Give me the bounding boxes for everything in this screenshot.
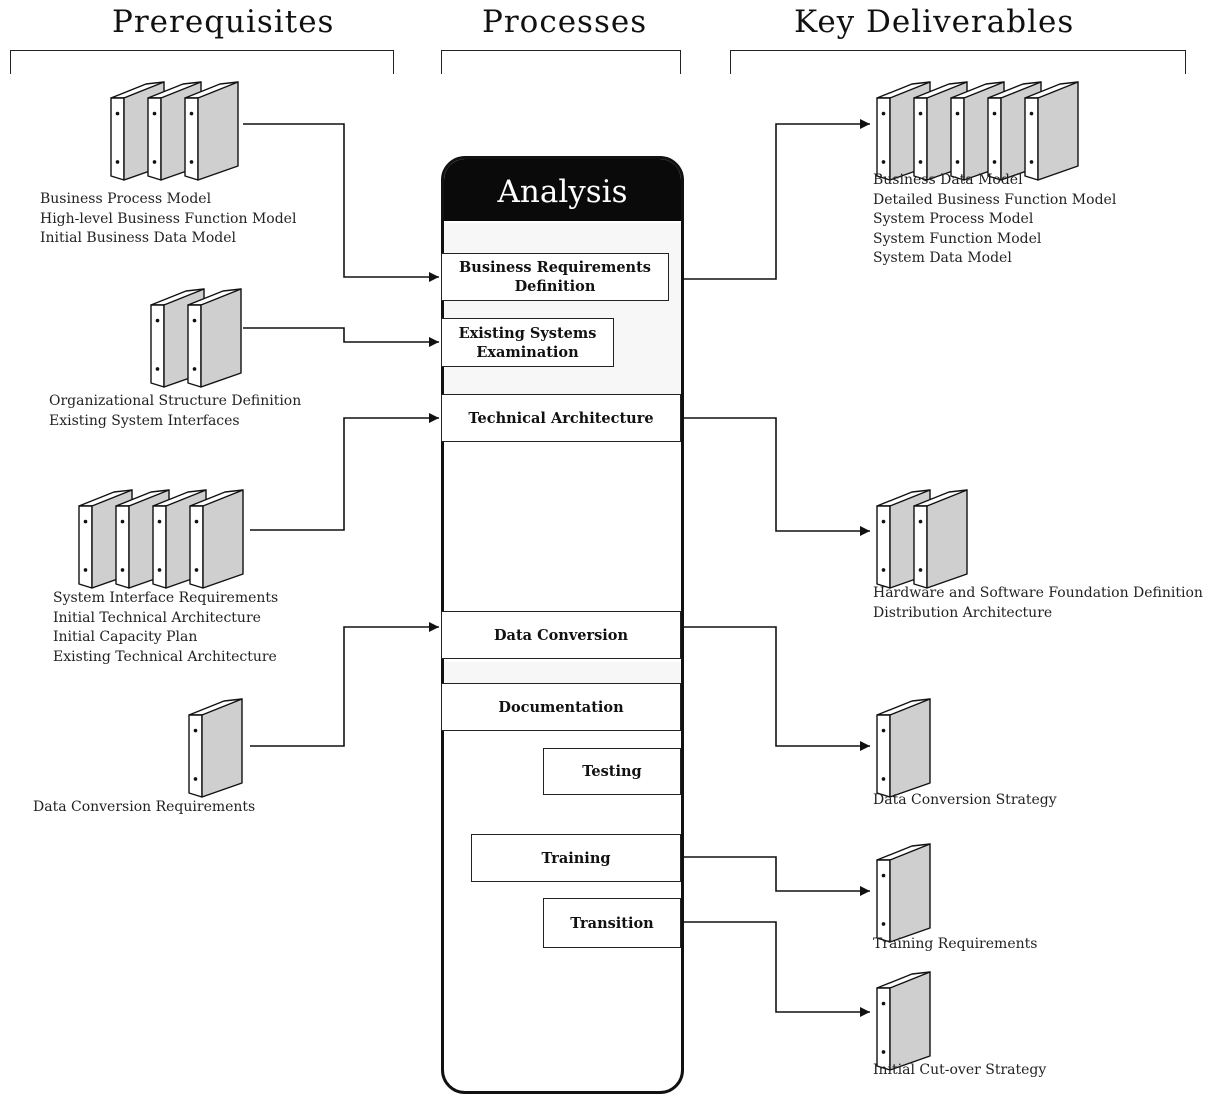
binder-icon bbox=[187, 288, 242, 388]
prerequisite-caption-1: Business Process Model High-level Busine… bbox=[40, 190, 296, 249]
deliverable-item: Business Data Model bbox=[873, 172, 1023, 188]
process-testing: Testing bbox=[543, 748, 681, 795]
prerequisite-item: High-level Business Function Model bbox=[40, 210, 297, 227]
arrow-training-to-deliverable-4 bbox=[684, 856, 870, 896]
deliverable-item: Distribution Architecture bbox=[873, 604, 1053, 621]
analysis-title: Analysis bbox=[444, 159, 681, 221]
binder-icon bbox=[876, 486, 971, 590]
binder-icon bbox=[110, 78, 242, 182]
deliverable-caption-3: Data Conversion Strategy bbox=[873, 791, 1057, 811]
prerequisite-caption-3: System Interface Requirements Initial Te… bbox=[53, 589, 278, 667]
panel-shaded-region bbox=[444, 223, 681, 397]
process-documentation: Documentation bbox=[441, 683, 681, 731]
panel-shaded-strip bbox=[444, 662, 681, 686]
prerequisite-item: Initial Capacity Plan bbox=[53, 629, 198, 645]
arrow-prereq-2-to-existing-systems bbox=[243, 327, 439, 347]
process-data-conversion: Data Conversion bbox=[441, 611, 681, 659]
prerequisite-item: Existing Technical Architecture bbox=[53, 648, 277, 665]
arrow-prereq-4-to-data-conversion bbox=[250, 622, 439, 747]
arrow-prereq-3-to-technical-architecture bbox=[250, 413, 439, 531]
prerequisite-caption-2: Organizational Structure Definition Exis… bbox=[49, 392, 301, 431]
deliverable-caption-2: Hardware and Software Foundation Definit… bbox=[873, 584, 1203, 623]
deliverable-caption-5: Initial Cut-over Strategy bbox=[873, 1061, 1046, 1081]
binder-icon bbox=[876, 695, 934, 799]
binder-icon bbox=[184, 81, 239, 181]
binder-icon bbox=[188, 698, 243, 798]
process-existing-systems-examination: Existing Systems Examination bbox=[441, 318, 614, 367]
binder-icon bbox=[876, 78, 1082, 182]
processes-bracket bbox=[441, 50, 681, 74]
binder-icon bbox=[150, 285, 245, 389]
process-transition: Transition bbox=[543, 898, 681, 948]
prerequisite-item: Data Conversion Requirements bbox=[33, 799, 256, 815]
prerequisites-bracket bbox=[10, 50, 394, 74]
deliverable-item: Data Conversion Strategy bbox=[873, 792, 1057, 808]
binder-icon bbox=[876, 698, 931, 798]
prerequisites-header: Prerequisites bbox=[112, 4, 335, 40]
binder-icon bbox=[189, 489, 244, 589]
binder-icon bbox=[1024, 81, 1079, 181]
key-deliverables-bracket bbox=[730, 50, 1186, 74]
arrow-data-conversion-to-deliverable-3 bbox=[684, 626, 870, 751]
binder-icon bbox=[876, 971, 931, 1071]
prerequisite-item: Initial Business Data Model bbox=[40, 230, 236, 246]
arrow-business-requirements-to-deliverable-1 bbox=[684, 119, 870, 280]
deliverable-caption-4: Training Requirements bbox=[873, 935, 1037, 955]
process-business-requirements-definition: Business Requirements Definition bbox=[441, 253, 669, 301]
arrow-technical-architecture-to-deliverable-2 bbox=[684, 417, 870, 536]
deliverable-item: System Data Model bbox=[873, 250, 1012, 266]
prerequisite-item: Organizational Structure Definition bbox=[49, 393, 302, 409]
deliverable-item: Detailed Business Function Model bbox=[873, 191, 1117, 208]
prerequisite-item: System Interface Requirements bbox=[53, 590, 279, 606]
binder-icon bbox=[876, 840, 934, 944]
deliverable-item: System Function Model bbox=[873, 230, 1042, 247]
prerequisite-caption-4: Data Conversion Requirements bbox=[33, 798, 255, 818]
prerequisite-item: Initial Technical Architecture bbox=[53, 609, 261, 626]
prerequisite-item: Existing System Interfaces bbox=[49, 412, 240, 429]
deliverable-item: Initial Cut-over Strategy bbox=[873, 1062, 1047, 1078]
processes-header: Processes bbox=[482, 4, 648, 40]
deliverable-item: System Process Model bbox=[873, 211, 1034, 227]
binder-icon bbox=[78, 486, 247, 590]
binder-icon bbox=[876, 968, 934, 1072]
binder-icon bbox=[188, 695, 246, 799]
process-training: Training bbox=[471, 834, 681, 882]
process-technical-architecture: Technical Architecture bbox=[441, 394, 681, 442]
binder-icon bbox=[913, 489, 968, 589]
prerequisite-item: Business Process Model bbox=[40, 191, 212, 207]
deliverable-item: Hardware and Software Foundation Definit… bbox=[873, 585, 1203, 601]
deliverable-caption-1: Business Data Model Detailed Business Fu… bbox=[873, 171, 1116, 269]
key-deliverables-header: Key Deliverables bbox=[794, 4, 1075, 40]
arrow-transition-to-deliverable-5 bbox=[684, 921, 870, 1017]
deliverable-item: Training Requirements bbox=[873, 936, 1038, 952]
arrow-prereq-1-to-business-requirements bbox=[243, 123, 439, 282]
binder-icon bbox=[876, 843, 931, 943]
